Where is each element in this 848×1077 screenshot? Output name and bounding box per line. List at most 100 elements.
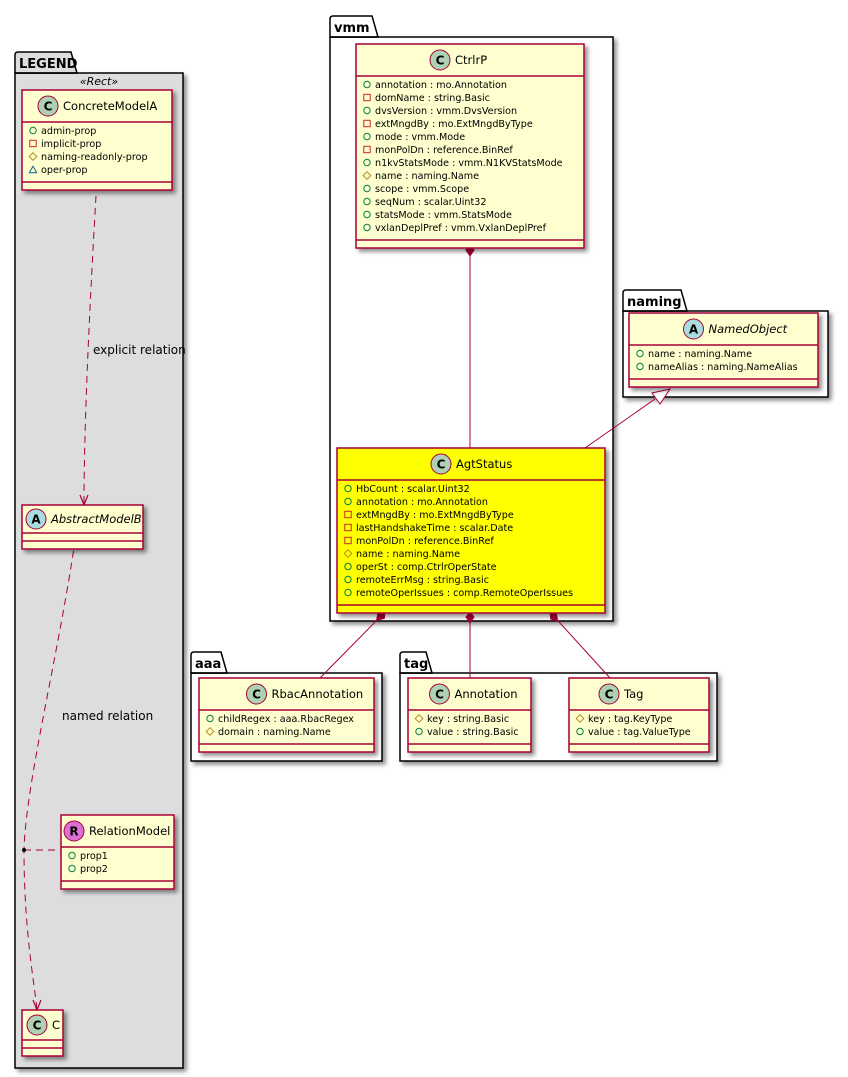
class-attribute: HbCount : scalar.Uint32	[344, 484, 470, 495]
class-type-C-icon	[429, 683, 450, 705]
generalization-arrow-icon	[651, 388, 672, 405]
class-type-letter: A	[689, 323, 699, 337]
relation-junction-dot	[22, 848, 26, 852]
attribute-text: scope : vmm.Scope	[375, 184, 469, 195]
protected-visibility-icon	[343, 548, 353, 559]
class-attribute: extMngdBy : mo.ExtMngdByType	[344, 510, 514, 521]
package-tab	[329, 15, 379, 38]
public-visibility-icon	[344, 588, 352, 597]
attribute-text: domName : string.Basic	[375, 93, 490, 104]
class-type-C-icon	[429, 49, 451, 71]
package-label: tag	[404, 657, 428, 672]
class-attribute: implicit-prop	[29, 139, 101, 150]
class-attribute: annotation : mo.Annotation	[344, 497, 488, 508]
class-type-letter: C	[435, 688, 444, 702]
class-type-letter: C	[605, 688, 614, 702]
class-attribute: key : string.Basic	[414, 713, 509, 725]
public-visibility-icon	[344, 484, 352, 493]
class-attribute: dvsVersion : vmm.DvsVersion	[363, 106, 517, 117]
public-visibility-icon	[636, 362, 644, 371]
class-type-C-icon	[37, 95, 59, 117]
public-visibility-icon	[363, 184, 371, 193]
public-visibility-icon	[363, 197, 371, 206]
class-name: C	[52, 1018, 60, 1032]
package-tab	[14, 51, 78, 74]
public-visibility-icon	[344, 575, 352, 584]
package-tab	[190, 651, 228, 674]
attribute-text: prop2	[80, 864, 108, 875]
class-attribute: prop1	[68, 851, 108, 862]
attribute-text: value : string.Basic	[427, 727, 519, 738]
legend-stereotype: «Rect»	[80, 75, 119, 88]
class-box	[407, 677, 532, 753]
attribute-text: remoteErrMsg : string.Basic	[356, 575, 489, 586]
protected-visibility-icon	[28, 151, 38, 162]
public-visibility-icon	[576, 727, 584, 736]
protected-visibility-icon	[362, 170, 372, 181]
edge-agtstatus-rbacannotation	[319, 611, 386, 679]
class-attribute: annotation : mo.Annotation	[363, 80, 507, 91]
attribute-text: oper-prop	[41, 165, 87, 176]
attribute-text: lastHandshakeTime : scalar.Date	[356, 523, 513, 534]
public-visibility-icon	[206, 714, 214, 723]
attribute-text: name : naming.Name	[375, 171, 479, 182]
protected-visibility-icon	[414, 713, 424, 724]
public-visibility-icon	[363, 210, 371, 219]
private-visibility-icon	[344, 523, 352, 532]
attribute-text: childRegex : aaa.RbacRegex	[218, 714, 354, 725]
package-tab	[399, 651, 433, 674]
explicit-relation-label: explicit relation	[93, 343, 186, 357]
attribute-text: extMngdBy : mo.ExtMngdByType	[356, 510, 514, 521]
public-visibility-icon	[29, 126, 37, 135]
composition-diamond-icon	[465, 611, 475, 624]
class-attribute: remoteOperIssues : comp.RemoteOperIssues	[344, 588, 573, 599]
private-visibility-icon	[344, 510, 352, 519]
public-visibility-icon	[68, 851, 76, 860]
class-attribute: name : naming.Name	[343, 548, 460, 560]
class-attribute: monPolDn : reference.BinRef	[344, 536, 494, 547]
class-attribute: value : tag.ValueType	[576, 727, 691, 738]
public-visibility-icon	[363, 106, 371, 115]
class-attribute: oper-prop	[28, 165, 87, 176]
edges-layer: explicit relation named relation	[22, 195, 672, 1012]
private-visibility-icon	[344, 536, 352, 545]
class-name: RbacAnnotation	[272, 687, 364, 701]
attribute-text: monPolDn : reference.BinRef	[375, 145, 513, 156]
class-attribute: extMngdBy : mo.ExtMngdByType	[363, 119, 533, 130]
edge-agtstatus-namedobject	[584, 398, 656, 449]
class-attribute: remoteErrMsg : string.Basic	[344, 575, 489, 586]
attribute-text: n1kvStatsMode : vmm.N1KVStatsMode	[375, 158, 563, 169]
attribute-text: vxlanDeplPref : vmm.VxlanDeplPref	[375, 223, 547, 234]
protected-visibility-icon	[205, 726, 215, 737]
class-attribute: naming-readonly-prop	[28, 151, 148, 163]
package-label: aaa	[195, 657, 221, 672]
class-name: AbstractModelB	[50, 512, 142, 526]
attribute-text: key : tag.KeyType	[588, 714, 672, 725]
class-name: CtrlrP	[455, 53, 487, 67]
class-attribute: seqNum : scalar.Uint32	[363, 197, 486, 208]
class-attribute: operSt : comp.CtrlrOperState	[344, 562, 497, 573]
class-box	[336, 447, 606, 614]
attribute-text: annotation : mo.Annotation	[356, 497, 488, 508]
class-attribute: scope : vmm.Scope	[363, 184, 469, 195]
class-attribute: domName : string.Basic	[363, 93, 490, 104]
package-body	[14, 72, 184, 1069]
public-visibility-icon	[415, 727, 423, 736]
package-label: vmm	[334, 21, 370, 36]
edge-named-relation	[23, 526, 78, 1011]
class-type-C-icon	[246, 683, 267, 705]
class-attribute: n1kvStatsMode : vmm.N1KVStatsMode	[363, 158, 563, 169]
edge-label-named: named relation	[62, 709, 153, 723]
attribute-text: seqNum : scalar.Uint32	[375, 197, 486, 208]
class-type-C-icon	[430, 453, 452, 475]
